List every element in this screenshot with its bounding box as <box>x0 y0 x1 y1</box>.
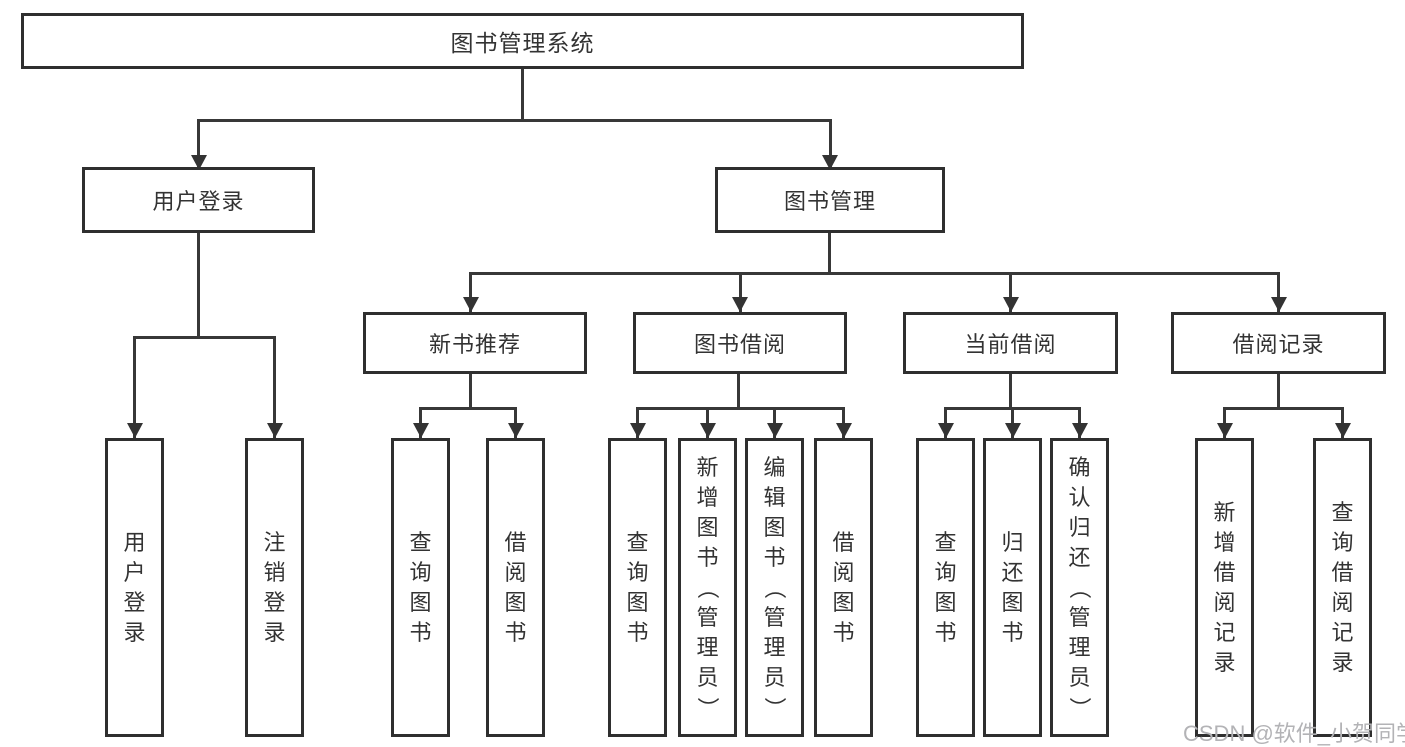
node-book-mgmt-label: 图书管理 <box>783 189 876 214</box>
arrow-to-book-mgmt <box>828 119 832 170</box>
arrow-to-user-login <box>197 119 200 170</box>
arrow-to-leaf-query-book-2 <box>636 407 639 438</box>
arrow-to-leaf-borrow-book-2 <box>842 407 845 438</box>
leaf-edit-book-admin-label: 编辑图书（管理员） <box>762 454 788 719</box>
connector-root-stem <box>521 69 524 122</box>
connector-book-mgmt-hline <box>469 272 1280 275</box>
arrow-to-leaf-query-book-1 <box>419 407 422 438</box>
connector-borrow-records-stem <box>1277 374 1280 410</box>
leaf-logout-label: 注销登录 <box>263 529 286 645</box>
leaf-logout: 注销登录 <box>245 438 304 737</box>
connector-book-borrow-stem <box>737 374 740 410</box>
node-user-login-label: 用户登录 <box>152 189 245 214</box>
connector-book-mgmt-stem <box>828 233 831 275</box>
node-book-borrow-label: 图书借阅 <box>693 332 786 357</box>
connector-new-book-hline <box>419 407 517 410</box>
leaf-add-book-admin-label: 新增图书（管理员） <box>695 454 721 719</box>
arrow-to-leaf-query-book-3 <box>944 407 947 438</box>
node-book-mgmt: 图书管理 <box>715 167 945 233</box>
node-borrow-records-label: 借阅记录 <box>1232 332 1325 357</box>
node-current-borrow-label: 当前借阅 <box>964 332 1057 357</box>
node-root-library-system: 图书管理系统 <box>21 13 1024 69</box>
node-borrow-records: 借阅记录 <box>1171 312 1386 374</box>
leaf-borrow-book-1-label: 借阅图书 <box>504 529 527 645</box>
leaf-confirm-return-admin: 确认归还（管理员） <box>1050 438 1109 737</box>
arrow-to-leaf-add-record <box>1223 407 1226 438</box>
node-root-label: 图书管理系统 <box>450 30 595 56</box>
leaf-query-book-1: 查询图书 <box>391 438 450 737</box>
arrow-to-leaf-borrow-book-1 <box>514 407 517 438</box>
arrow-to-leaf-add-book <box>706 407 709 438</box>
arrow-to-leaf-confirm-return <box>1078 407 1081 438</box>
leaf-query-book-1-label: 查询图书 <box>409 529 432 645</box>
node-user-login: 用户登录 <box>82 167 315 233</box>
arrow-to-leaf-query-record <box>1341 407 1344 438</box>
arrow-to-borrow-records <box>1277 272 1280 312</box>
node-new-book-label: 新书推荐 <box>428 332 521 357</box>
leaf-edit-book-admin: 编辑图书（管理员） <box>745 438 804 737</box>
connector-book-borrow-hline <box>636 407 845 410</box>
connector-root-hline <box>197 119 832 122</box>
leaf-return-book: 归还图书 <box>983 438 1042 737</box>
leaf-query-book-3: 查询图书 <box>916 438 975 737</box>
connector-user-login-stem <box>197 233 200 339</box>
leaf-add-borrow-record-label: 新增借阅记录 <box>1213 499 1236 675</box>
leaf-query-borrow-record: 查询借阅记录 <box>1313 438 1372 737</box>
csdn-watermark: CSDN @软件_小贺同学 <box>1183 721 1405 746</box>
leaf-user-login: 用户登录 <box>105 438 164 737</box>
connector-new-book-stem <box>469 374 472 410</box>
leaf-add-book-admin: 新增图书（管理员） <box>678 438 737 737</box>
leaf-borrow-book-2: 借阅图书 <box>814 438 873 737</box>
node-current-borrow: 当前借阅 <box>903 312 1118 374</box>
arrow-to-leaf-edit-book <box>773 407 776 438</box>
leaf-query-borrow-record-label: 查询借阅记录 <box>1331 499 1354 675</box>
arrow-to-leaf-return-book <box>1011 407 1014 438</box>
leaf-add-borrow-record: 新增借阅记录 <box>1195 438 1254 737</box>
node-new-book: 新书推荐 <box>363 312 587 374</box>
leaf-user-login-label: 用户登录 <box>123 529 146 645</box>
arrow-to-current-borrow <box>1009 272 1012 312</box>
arrow-to-new-book <box>469 272 472 312</box>
leaf-return-book-label: 归还图书 <box>1001 529 1024 645</box>
leaf-borrow-book-1: 借阅图书 <box>486 438 545 737</box>
leaf-confirm-return-admin-label: 确认归还（管理员） <box>1067 454 1093 719</box>
arrow-to-leaf-user-login <box>133 336 136 438</box>
node-book-borrow: 图书借阅 <box>633 312 847 374</box>
leaf-borrow-book-2-label: 借阅图书 <box>832 529 855 645</box>
arrow-to-leaf-logout <box>273 336 276 438</box>
arrow-to-book-borrow <box>738 272 742 312</box>
connector-borrow-records-hline <box>1223 407 1344 410</box>
connector-user-login-hline <box>133 336 276 339</box>
leaf-query-book-2-label: 查询图书 <box>626 529 649 645</box>
leaf-query-book-3-label: 查询图书 <box>934 529 957 645</box>
leaf-query-book-2: 查询图书 <box>608 438 667 737</box>
connector-current-borrow-stem <box>1009 374 1012 410</box>
